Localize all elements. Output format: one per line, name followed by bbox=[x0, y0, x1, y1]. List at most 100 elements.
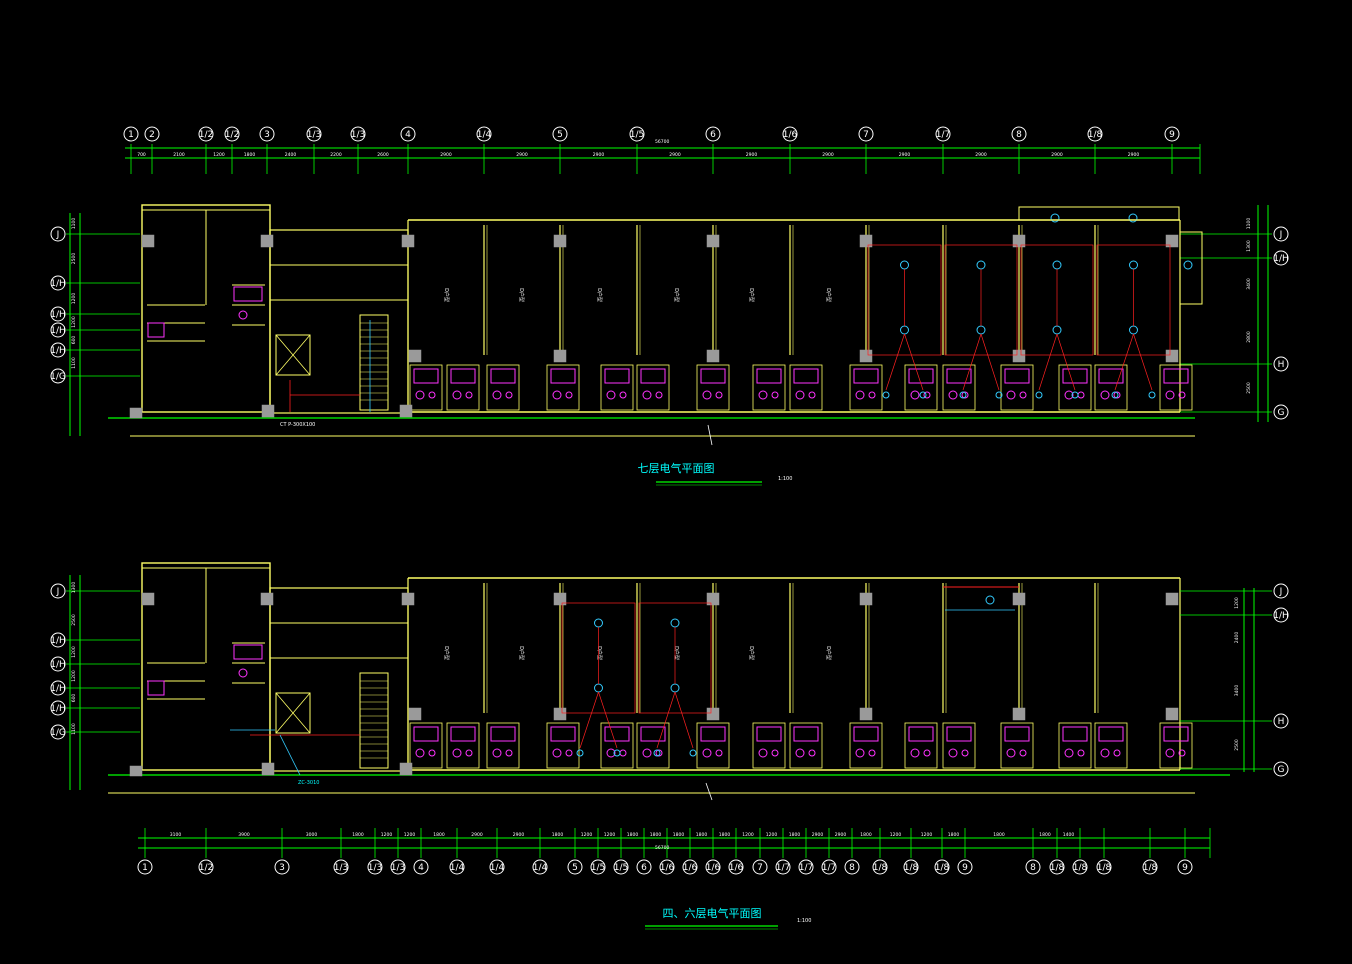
elevator-shaft bbox=[275, 692, 311, 734]
dimension-text: 1800 bbox=[696, 832, 708, 838]
sink bbox=[1019, 749, 1027, 757]
toilet bbox=[415, 748, 425, 758]
bathroom-wall bbox=[1000, 722, 1034, 769]
room-label: D户型 bbox=[748, 288, 755, 302]
axis-bubble-bottom bbox=[333, 859, 349, 875]
axis-bubble-bottom bbox=[198, 859, 214, 875]
axis-bubble-bottom bbox=[752, 859, 768, 875]
dimension-text: 1100 bbox=[71, 218, 77, 230]
axis-bubble-top bbox=[123, 126, 139, 142]
bathtub bbox=[490, 726, 516, 742]
axis-bubble-left bbox=[50, 275, 66, 291]
room-label: D户型 bbox=[673, 288, 680, 302]
dimension-text: 600 bbox=[71, 336, 77, 345]
axis-bubble-top bbox=[1087, 126, 1103, 142]
sink bbox=[923, 749, 931, 757]
axis-bubble-bottom bbox=[390, 859, 406, 875]
axis-label: 1/H bbox=[50, 279, 66, 289]
column bbox=[706, 349, 720, 363]
column bbox=[141, 592, 155, 606]
toilet bbox=[552, 748, 562, 758]
socket bbox=[653, 749, 661, 757]
axis-label: 1/6 bbox=[660, 863, 675, 873]
bathtub bbox=[550, 368, 576, 384]
axis-label: 1/3 bbox=[351, 130, 365, 140]
dimension-text: 1200 bbox=[1234, 597, 1240, 609]
dimension-text: 3100 bbox=[170, 832, 182, 838]
plan-bottom-total-dim: 56700 bbox=[655, 845, 669, 851]
light-fixture bbox=[670, 683, 680, 693]
dimension-text: 2900 bbox=[593, 152, 605, 158]
toilet bbox=[1006, 748, 1016, 758]
toilet bbox=[238, 310, 248, 320]
axis-label: 1/5 bbox=[614, 863, 628, 873]
wire bbox=[1133, 333, 1153, 391]
room-label: D户型 bbox=[596, 646, 603, 660]
dimension-text: 1800 bbox=[352, 832, 364, 838]
axis-label: 9 bbox=[962, 863, 968, 873]
axis-label: 8 bbox=[1030, 863, 1036, 873]
axis-label: 1 bbox=[128, 130, 134, 140]
toilet bbox=[855, 390, 865, 400]
axis-bubble-top bbox=[629, 126, 645, 142]
wire bbox=[962, 333, 982, 391]
axis-bubble-left bbox=[50, 632, 66, 648]
dimension-text: 2200 bbox=[330, 152, 342, 158]
axis-bubble-bottom bbox=[1025, 859, 1041, 875]
axis-bubble-left bbox=[50, 583, 66, 599]
plan-bottom-note: ZC-3010 bbox=[298, 780, 319, 786]
toilet bbox=[855, 748, 865, 758]
axis-bubble-top bbox=[224, 126, 240, 142]
bathtub bbox=[550, 726, 576, 742]
axis-label: 1/8 bbox=[1143, 863, 1158, 873]
wiring-loop bbox=[1020, 244, 1094, 356]
sink bbox=[808, 391, 816, 399]
axis-label: 2 bbox=[149, 130, 155, 140]
axis-bubble-right bbox=[1273, 583, 1289, 599]
bathroom-wall bbox=[486, 722, 520, 769]
sink bbox=[428, 391, 436, 399]
sink bbox=[465, 391, 473, 399]
socket bbox=[576, 749, 584, 757]
axis-label: 8 bbox=[1016, 130, 1022, 140]
axis-bubble-bottom bbox=[1096, 859, 1112, 875]
wire bbox=[1038, 333, 1058, 391]
axis-bubble-bottom bbox=[844, 859, 860, 875]
axis-label: 4 bbox=[405, 130, 411, 140]
socket bbox=[1148, 391, 1156, 399]
column bbox=[260, 234, 274, 248]
axis-label: G bbox=[1278, 765, 1285, 775]
axis-label: 9 bbox=[1169, 130, 1175, 140]
axis-bubble-top bbox=[1011, 126, 1027, 142]
axis-bubble-bottom bbox=[613, 859, 629, 875]
dimension-text: 2500 bbox=[71, 614, 77, 626]
column bbox=[553, 592, 567, 606]
socket bbox=[613, 749, 621, 757]
sink bbox=[1178, 749, 1186, 757]
dimension-text: 1200 bbox=[921, 832, 933, 838]
axis-label: 3 bbox=[264, 130, 270, 140]
bathroom-wall bbox=[1159, 722, 1193, 769]
dimension-text: 2900 bbox=[513, 832, 525, 838]
dimension-text: 1800 bbox=[433, 832, 445, 838]
axis-label: 1/H bbox=[50, 660, 66, 670]
bathroom-wall bbox=[904, 722, 938, 769]
light-fixture bbox=[1052, 325, 1062, 335]
plan-bottom-title: 四、六层电气平面图 bbox=[663, 906, 762, 920]
dimension-text: 1800 bbox=[1039, 832, 1051, 838]
dimension-text: 1300 bbox=[1246, 240, 1252, 252]
axis-label: 1/H bbox=[50, 704, 66, 714]
bathtub bbox=[946, 368, 972, 384]
column bbox=[859, 592, 873, 606]
sink bbox=[771, 391, 779, 399]
dimension-text: 1200 bbox=[581, 832, 593, 838]
column bbox=[408, 707, 422, 721]
bathtub bbox=[756, 726, 782, 742]
light-fixture bbox=[594, 683, 603, 693]
axis-label: H bbox=[1278, 360, 1285, 370]
wire bbox=[904, 333, 924, 391]
axis-label: H bbox=[1278, 717, 1285, 727]
bathtub bbox=[640, 726, 666, 742]
light-fixture bbox=[900, 260, 909, 270]
